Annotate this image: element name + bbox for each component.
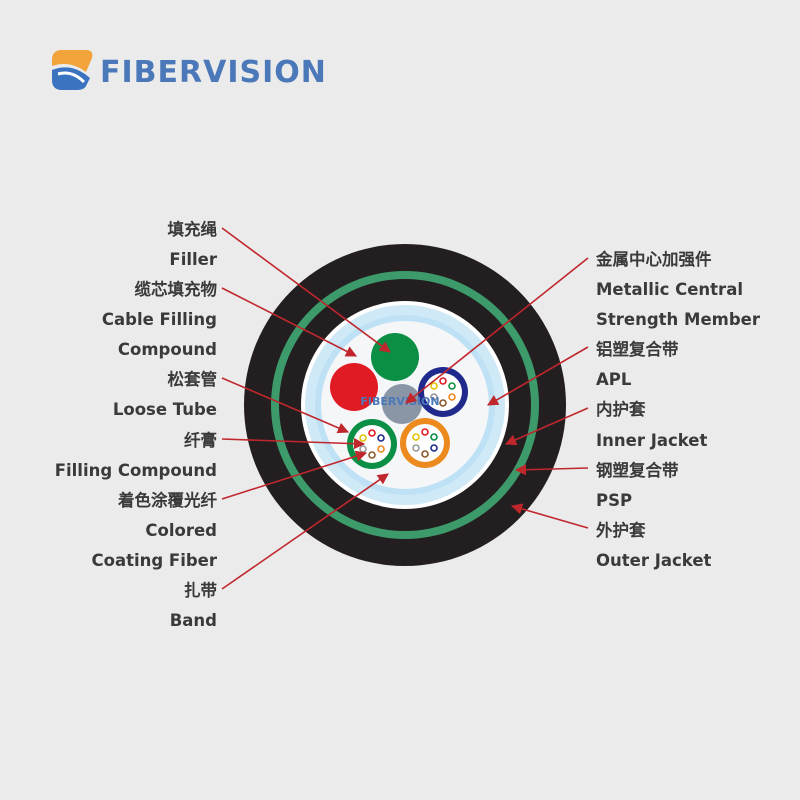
arrow-loose-tube [221,377,350,434]
label-cable-filling-en-2: Compound [118,340,217,359]
label-psp-en: PSP [596,491,632,510]
fibervision-logo: FIBERVISION [52,50,327,90]
arrow-filler [221,227,391,353]
leader-arrows [221,227,589,590]
label-colored-fiber-en-2: Coating Fiber [92,551,218,570]
label-inner-jacket-en: Inner Jacket [596,431,707,450]
center-brand-mark: FIBERVISION [360,395,439,408]
label-strength-member-en: Metallic Central [596,280,743,299]
colored-fibers [430,377,456,407]
label-colored-fiber-zh: 着色涂覆光纤 [117,490,218,510]
arrow-band [221,473,389,590]
label-loose-tube-en: Loose Tube [113,400,217,419]
arrow-inner-jacket [504,407,589,446]
label-inner-jacket-zh: 内护套 [596,399,646,419]
label-outer-jacket-en: Outer Jacket [596,551,712,570]
cable-cross-section: FIBERVISION [244,244,566,566]
arrow-apl [487,346,589,406]
label-filler-zh: 填充绳 [168,219,218,239]
arrow-strength-member [405,257,589,404]
label-loose-tube-zh: 松套管 [168,369,218,389]
label-apl-en: APL [596,370,632,389]
label-filling-compound-en: Filling Compound [55,461,217,480]
labels-left: 填充绳 Filler 缆芯填充物 Cable Filling Compound … [55,219,218,630]
loose-tube-orange [400,418,450,468]
arrow-outer-jacket [510,503,589,529]
arrow-colored-coating-fiber [221,450,368,500]
arrow-psp [514,464,589,476]
labels-right: 金属中心加强件 Metallic Central Strength Member… [595,249,761,570]
label-cable-filling-en: Cable Filling [102,310,217,329]
label-outer-jacket-zh: 外护套 [596,520,646,540]
label-apl-zh: 铝塑复合带 [596,339,679,359]
filler-red [330,363,378,411]
label-psp-zh: 钢塑复合带 [596,460,679,480]
label-colored-fiber-en: Colored [145,521,217,540]
filler-green [371,333,419,381]
loose-tube-blue [418,367,468,417]
arrow-cable-filling [221,287,357,357]
label-filler-en: Filler [169,250,217,269]
brand-name: FIBERVISION [100,55,327,90]
label-band-en: Band [170,611,217,630]
label-strength-member-en-2: Strength Member [596,310,761,329]
label-cable-filling-zh: 缆芯填充物 [135,279,218,299]
arrow-filling-compound [221,438,366,450]
colored-fibers [412,428,438,458]
label-band-zh: 扎带 [184,580,217,600]
label-filling-compound-zh: 纤膏 [184,430,217,450]
fibervision-logo-icon [52,50,93,90]
label-strength-member-zh: 金属中心加强件 [595,249,712,269]
